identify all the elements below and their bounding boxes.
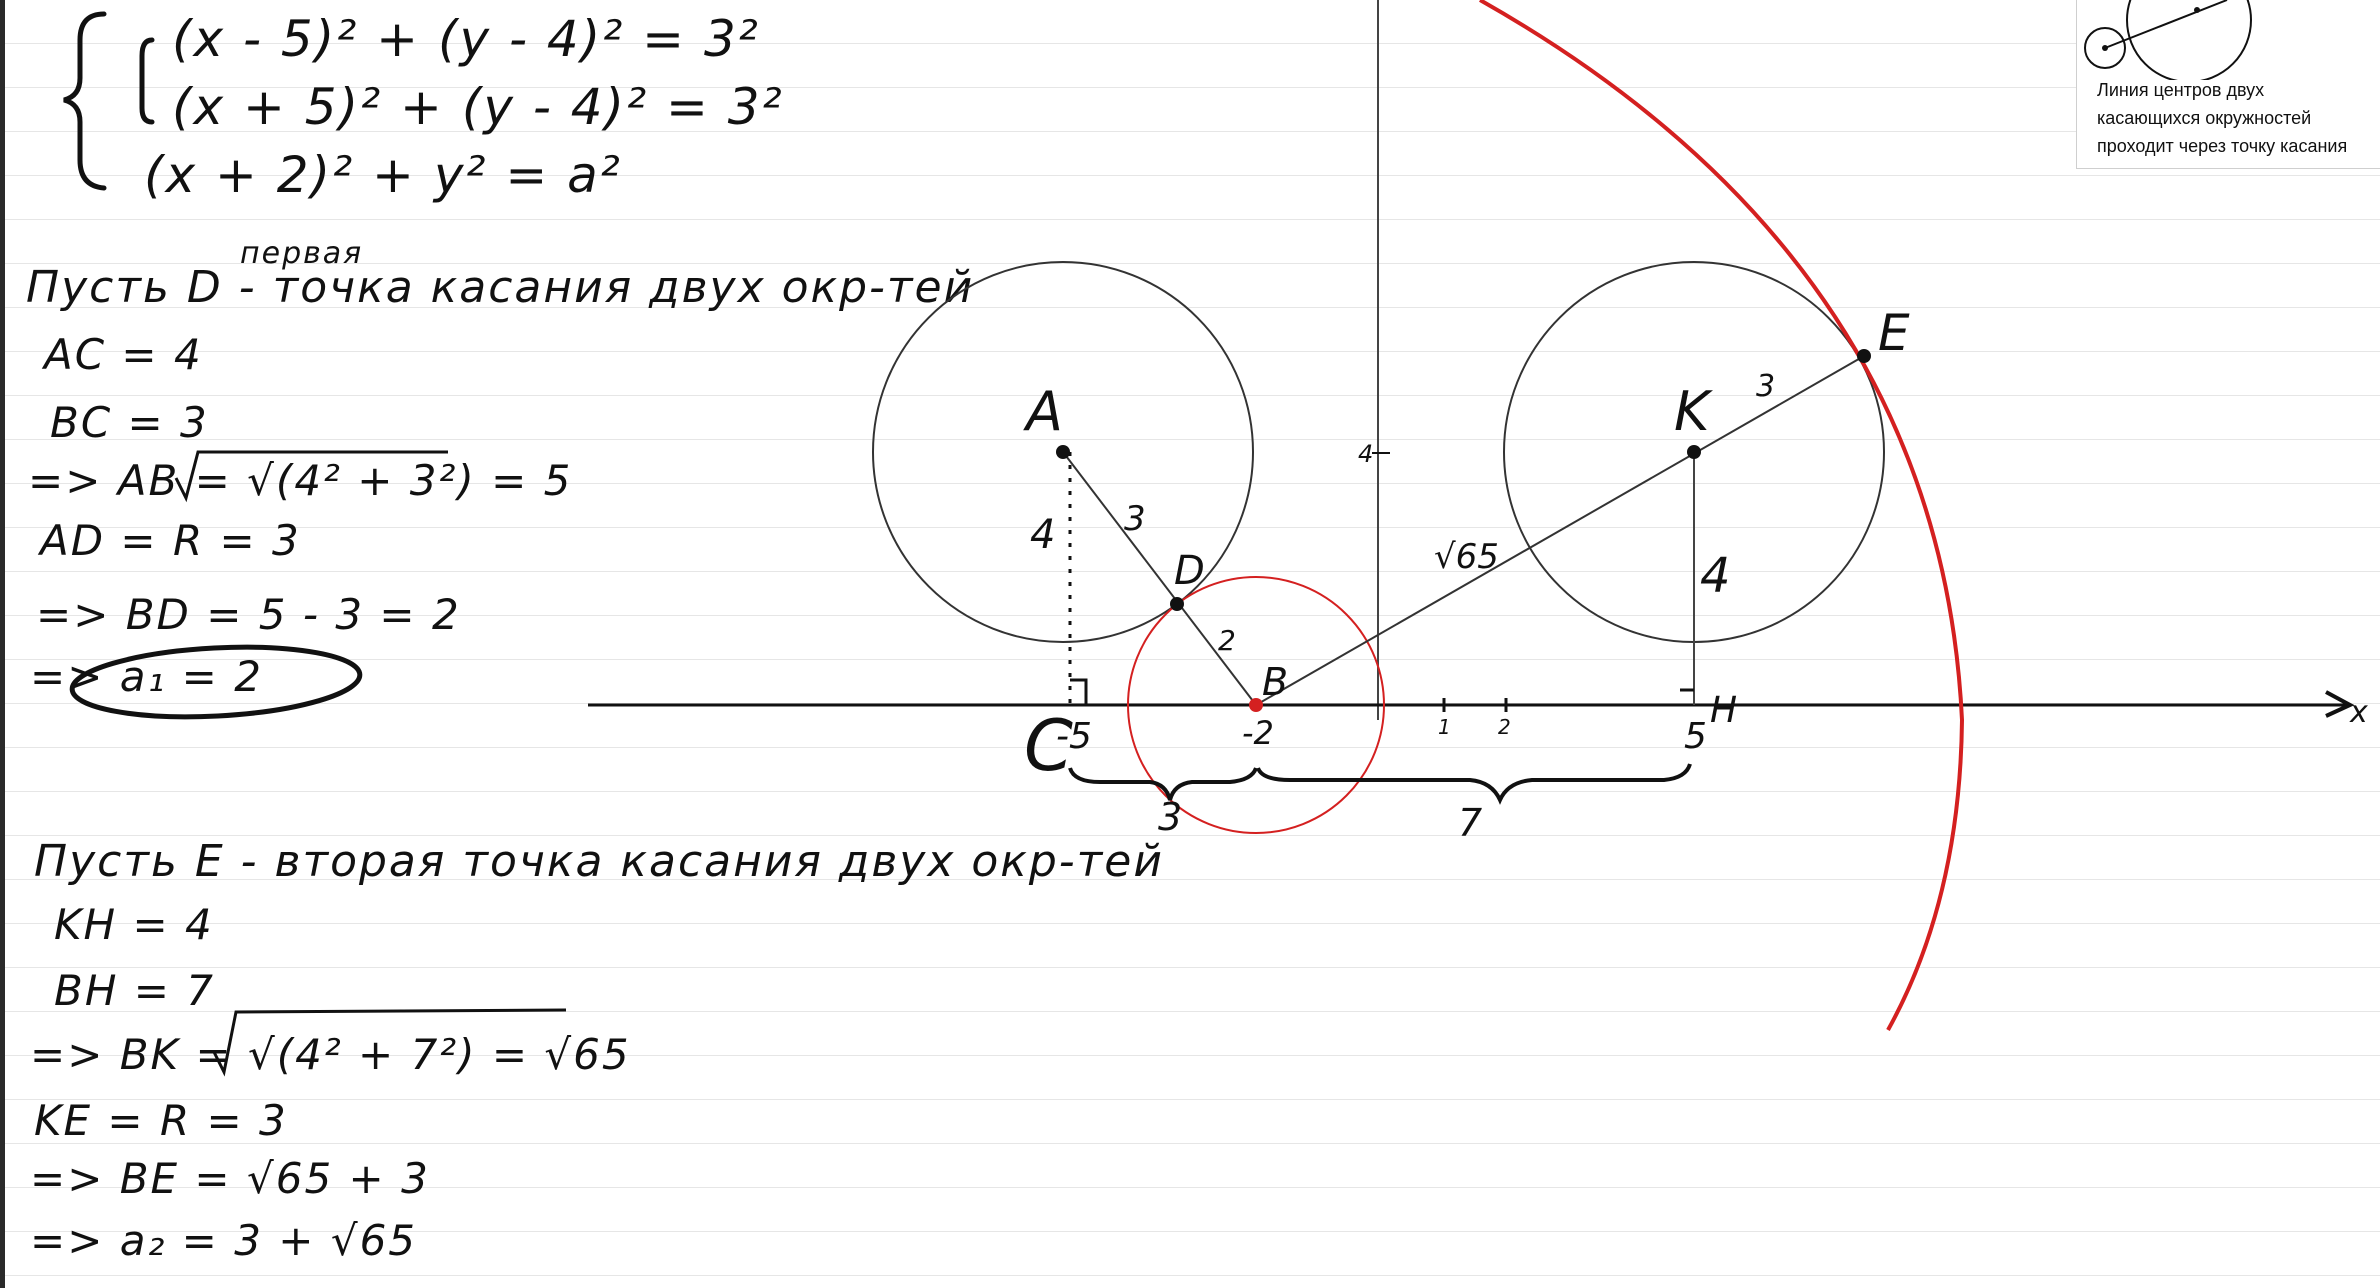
hint-note-line-1: Линия центров двух [2097,80,2265,100]
solution2-line-1: KH = 4 [54,900,214,949]
point-b [1249,698,1263,712]
solution1-line-1: AC = 4 [44,330,203,379]
label-b: B [1262,660,1288,704]
solution2-heading: Пусть E - вторая точка касания двух окр-… [34,836,1164,887]
tick-label-5: 5 [1684,716,1707,757]
label-d: D [1174,548,1205,594]
tick-label-1: 1 [1438,715,1451,739]
segment-be [1255,355,1865,706]
tick-label-minus-5: -5 [1056,716,1092,757]
solution2-line-3: => BK = √(4² + 7²) = √65 [30,1030,631,1079]
system-equation-3: (x + 2)² + y² = a² [144,146,622,204]
solution1-heading-note: первая [240,236,364,271]
sqrt-overline-bk [212,1008,567,1077]
brace-label-3: 3 [1158,795,1182,839]
window-edge [0,0,5,1288]
segment-ab [1062,451,1257,706]
segment-label-ad: 3 [1124,499,1146,539]
label-e: E [1878,304,1910,362]
system-equation-2: (x + 5)² + (y - 4)² = 3² [172,78,784,136]
tick-label-2: 2 [1498,715,1511,739]
right-angle-c [1070,678,1088,705]
point-e [1857,349,1871,363]
label-k: K [1674,380,1713,443]
solution2-line-4: KE = R = 3 [34,1096,288,1145]
solution1-line-2: BC = 3 [50,398,209,447]
segment-label-bk: √65 [1434,537,1499,577]
answer1-circle [69,644,363,720]
brace-left [1068,767,1258,801]
segment-label-ac: 4 [1030,512,1055,558]
system-equation-1: (x - 5)² + (y - 4)² = 3² [172,10,760,68]
circle-b-small [1127,576,1385,834]
circle-b-large-arc [1479,0,1965,1031]
solution2-line-5: => BE = √65 + 3 [30,1154,430,1203]
segment-label-ke: 3 [1756,369,1775,404]
hint-note: Линия центров двух касающихся окружносте… [2076,0,2380,169]
brace-label-7: 7 [1458,801,1482,845]
solution2-answer: => a₂ = 3 + √65 [30,1216,418,1265]
brace-right [1256,763,1692,805]
solution1-line-5: => BD = 5 - 3 = 2 [36,590,461,639]
x-axis-arrow [2325,690,2355,718]
label-h: H [1710,690,1737,731]
hint-note-line-2: касающихся окружностей [2097,108,2312,128]
sqrt-overline-ab [174,450,448,503]
solution1-line-4: AD = R = 3 [40,516,301,565]
solution1-heading: Пусть D - точка касания двух окр-тей [26,262,975,313]
segment-label-kh: 4 [1700,548,1731,604]
solution1-answer: => a₁ = 2 [30,652,263,701]
point-d [1170,597,1184,611]
y-tick-label-4: 4 [1358,440,1373,468]
system-brace [63,11,155,191]
segment-label-db: 2 [1218,624,1236,657]
hint-diagram [2084,0,2252,80]
tick-label-minus-2: -2 [1242,714,1274,752]
circle-a [872,261,1254,643]
label-a: A [1023,380,1063,443]
point-a [1056,445,1070,459]
solution1-line-3: => AB = √(4² + 3²) = 5 [28,456,573,505]
hint-note-line-3: проходит через точку касания [2097,136,2348,156]
point-k [1687,445,1701,459]
x-axis-label: x [2349,695,2368,730]
solution2-line-2: BH = 7 [54,966,216,1015]
label-c: C [1024,705,1073,787]
